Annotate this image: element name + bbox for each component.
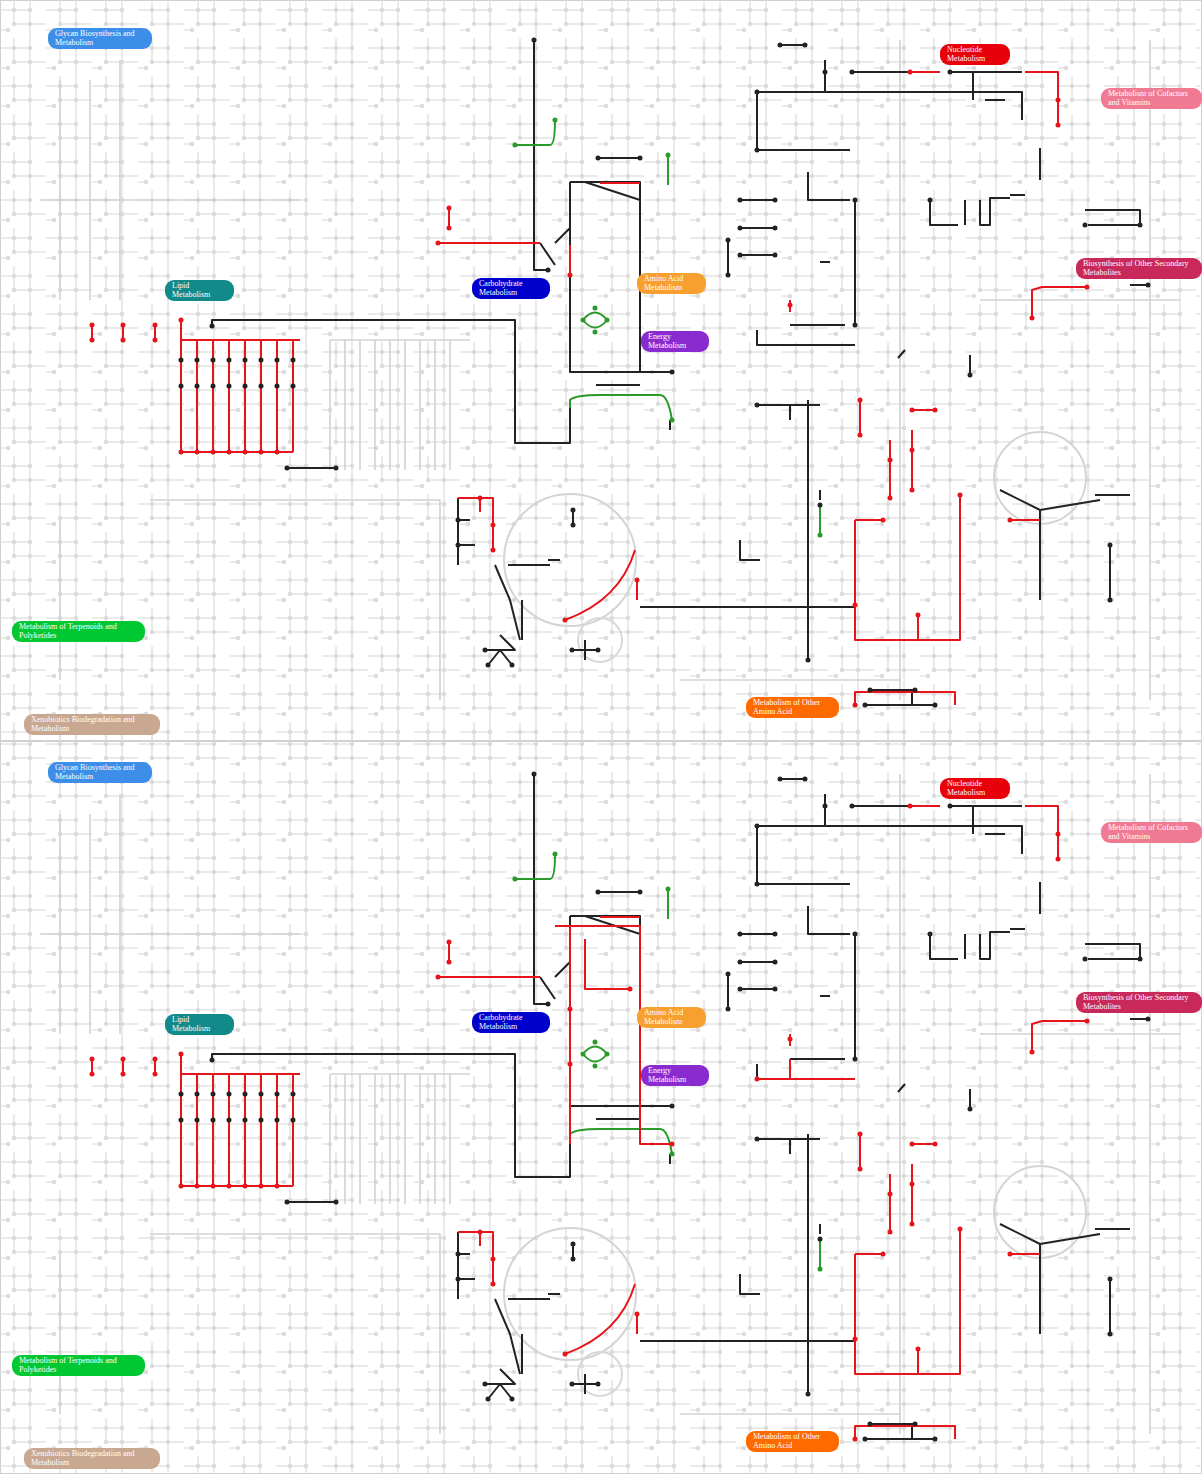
category-pill: Glycan Biosynthesis and Metabolism [48,762,152,783]
category-pill: Energy Metabolism [641,331,709,352]
category-pill: Nucleotide Metabolism [940,778,1010,799]
category-pill: Lipid Metabolism [165,280,234,301]
category-pill: Amino Acid Metabolism [637,273,706,294]
panel-two-highlights [555,926,855,1144]
category-pill: Metabolism of Cofactors and Vitamins [1101,88,1202,109]
category-label: Energy Metabolism [648,1067,703,1084]
category-label: Lipid Metabolism [172,282,228,299]
category-pill: Metabolism of Other Amino Acid [746,697,839,718]
category-label: Glycan Biosynthesis and Metabolism [55,764,146,781]
category-pill: Metabolism of Terpenoids and Polyketides [12,1355,145,1376]
category-label: Amino Acid Metabolism [644,1009,700,1026]
category-label: Energy Metabolism [648,333,703,350]
category-label: Biosynthesis of Other Secondary Metaboli… [1083,994,1196,1011]
category-label: Xenobiotics Biodegradation and Metabolis… [31,716,154,733]
category-label: Metabolism of Cofactors and Vitamins [1108,90,1196,107]
category-pill: Nucleotide Metabolism [940,44,1010,65]
category-pill: Energy Metabolism [641,1065,709,1086]
category-label: Lipid Metabolism [172,1016,228,1033]
category-pill: Metabolism of Cofactors and Vitamins [1101,822,1202,843]
category-label: Nucleotide Metabolism [947,46,1004,63]
category-pill: Amino Acid Metabolism [637,1007,706,1028]
category-label: Biosynthesis of Other Secondary Metaboli… [1083,260,1196,277]
category-label: Metabolism of Cofactors and Vitamins [1108,824,1196,841]
category-pill: Metabolism of Terpenoids and Polyketides [12,621,145,642]
category-pill: Lipid Metabolism [165,1014,234,1035]
category-pill: Metabolism of Other Amino Acid [746,1431,839,1452]
category-pill: Xenobiotics Biodegradation and Metabolis… [24,714,160,735]
category-pill: Carbohydrate Metabolism [472,1012,550,1033]
category-label: Carbohydrate Metabolism [479,1014,544,1031]
category-label: Metabolism of Other Amino Acid [753,699,833,716]
category-pill: Carbohydrate Metabolism [472,278,550,299]
category-label: Xenobiotics Biodegradation and Metabolis… [31,1450,154,1467]
category-pill: Xenobiotics Biodegradation and Metabolis… [24,1448,160,1469]
category-label: Metabolism of Terpenoids and Polyketides [19,1357,139,1374]
category-label: Glycan Biosynthesis and Metabolism [55,30,146,47]
category-label: Nucleotide Metabolism [947,780,1004,797]
category-pill: Biosynthesis of Other Secondary Metaboli… [1076,992,1202,1013]
category-label: Carbohydrate Metabolism [479,280,544,297]
category-label: Metabolism of Other Amino Acid [753,1433,833,1450]
category-pill: Biosynthesis of Other Secondary Metaboli… [1076,258,1202,279]
category-label: Amino Acid Metabolism [644,275,700,292]
category-label: Metabolism of Terpenoids and Polyketides [19,623,139,640]
category-pill: Glycan Biosynthesis and Metabolism [48,28,152,49]
